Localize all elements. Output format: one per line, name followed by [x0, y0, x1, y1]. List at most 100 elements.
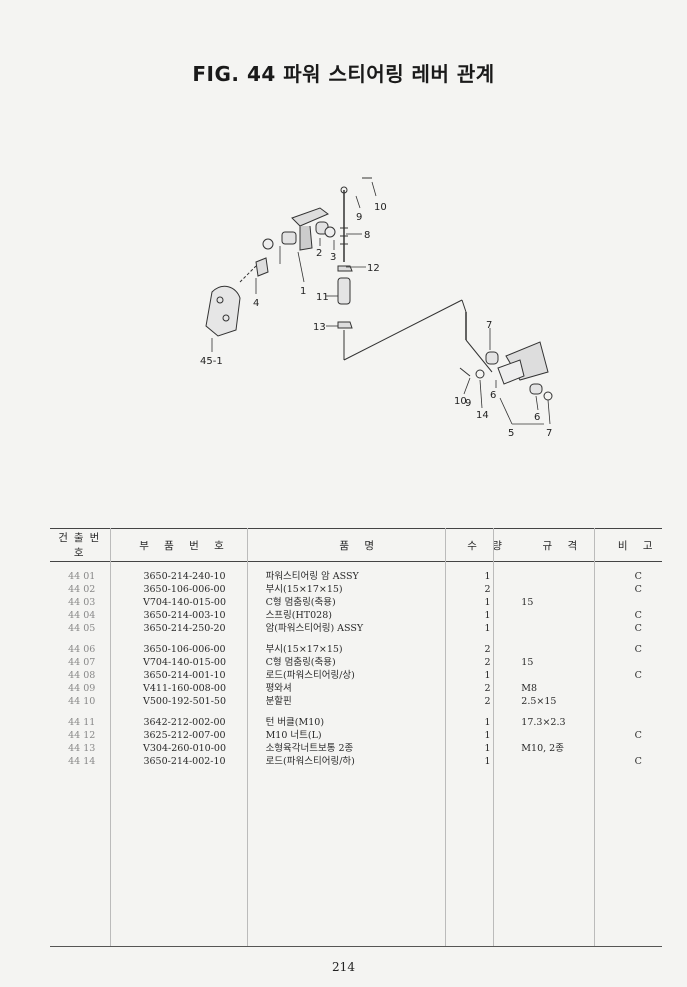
callout-14: 14 [476, 410, 489, 421]
column-divider [493, 528, 494, 946]
part-name-cell: 턴 버클(M10) [265, 717, 325, 728]
callout-13: 13 [313, 322, 326, 333]
part-name-cell: 로드(파워스티어링/상) [265, 670, 355, 681]
callout-6-right: 6 [534, 412, 540, 423]
callout-7-lower: 7 [546, 428, 552, 439]
ref-no-cell: 44 08 [68, 670, 96, 681]
qty-cell: 1 [484, 756, 491, 767]
part-name-cell: M10 너트(L) [265, 730, 322, 741]
ref-no-cell: 44 14 [68, 756, 96, 767]
remark-cell [614, 695, 662, 708]
ref-no-cell: 44 01 [68, 571, 96, 582]
part-name-cell: 파워스티어링 암 ASSY [265, 571, 359, 582]
qty-cell: 1 [484, 717, 491, 728]
spec-cell [511, 643, 614, 656]
qty-cell: 2 [484, 696, 491, 707]
remark-cell: C [634, 584, 642, 595]
qty-cell: 1 [484, 743, 491, 754]
ref-no-cell: 44 05 [68, 623, 96, 634]
remark-cell [614, 656, 662, 669]
remark-cell [614, 682, 662, 695]
qty-cell: 1 [484, 670, 491, 681]
callout-2-right: 2 [316, 248, 322, 259]
part-name-cell: 로드(파워스티어링/하) [265, 756, 355, 767]
part-no-cell: V704-140-015-00 [143, 597, 227, 608]
part-name-cell: 암(파워스티어링) ASSY [265, 623, 364, 634]
leader-lines [211, 181, 551, 425]
remark-cell [614, 716, 662, 729]
header-ref-no: 건출번호 [50, 528, 114, 562]
spec-cell [511, 755, 614, 768]
ref-no-cell: 44 06 [68, 644, 96, 655]
ref-no-cell: 44 10 [68, 696, 96, 707]
column-divider [110, 528, 111, 946]
remark-cell: C [634, 571, 642, 582]
table-row: 44 14 3650-214-002-10 로드(파워스티어링/하) 1 C [50, 755, 662, 768]
part-name-cell: C형 멈춤링(축용) [265, 597, 336, 608]
spec-cell [511, 609, 614, 622]
qty-cell: 1 [484, 571, 491, 582]
part-no-cell: 3650-214-001-10 [143, 670, 226, 681]
part-no-cell: 3650-214-002-10 [143, 756, 226, 767]
callout-10-top: 10 [374, 202, 387, 213]
remark-cell: C [634, 730, 642, 741]
part-name-cell: 분할핀 [265, 696, 292, 707]
ref-no-cell: 44 13 [68, 743, 96, 754]
spec-cell [511, 583, 614, 596]
part-name-cell: 스프링(HT028) [265, 610, 332, 621]
part-name-cell: 부시(15×17×15) [265, 584, 343, 595]
part-no-cell: 3625-212-007-00 [143, 730, 226, 741]
spec-cell [511, 622, 614, 635]
spec-cell: 15 [521, 597, 534, 608]
qty-cell: 2 [484, 683, 491, 694]
header-qty: 수 량 [463, 528, 512, 562]
part-name-cell: 부시(15×17×15) [265, 644, 343, 655]
qty-cell: 1 [484, 623, 491, 634]
header-part-name: 품 명 [255, 528, 464, 562]
ref-no-cell: 44 07 [68, 657, 96, 668]
spec-cell: 15 [521, 657, 534, 668]
part-no-cell: 3650-106-006-00 [143, 584, 226, 595]
qty-cell: 2 [484, 657, 491, 668]
remark-cell: C [634, 610, 642, 621]
spec-cell: 2.5×15 [521, 696, 557, 707]
callout-9-bottom: 9 [465, 398, 471, 409]
remark-cell: C [634, 644, 642, 655]
callout-8: 8 [364, 230, 370, 241]
spec-cell: M10, 2종 [521, 743, 564, 754]
part-name-cell: 평와셔 [265, 683, 292, 694]
table-row: 44 01 3650-214-240-10 파워스티어링 암 ASSY 1 C [50, 570, 662, 583]
spec-cell [511, 729, 614, 742]
qty-cell: 2 [484, 644, 491, 655]
remark-cell: C [634, 756, 642, 767]
callout-45-1: 45-1 [200, 356, 223, 367]
table-row: 44 07 V704-140-015-00 C형 멈춤링(축용) 2 15 [50, 656, 662, 669]
callout-5: 5 [508, 428, 514, 439]
figure-title: FIG. 44 파워 스티어링 레버 관계 [192, 62, 495, 86]
part-no-cell: V304-260-010-00 [143, 743, 227, 754]
part-no-cell: 3650-214-240-10 [143, 571, 226, 582]
remark-cell: C [634, 623, 642, 634]
callout-7-upper: 7 [486, 320, 492, 331]
callout-1: 1 [300, 286, 306, 297]
lower-arm-assembly [459, 339, 553, 401]
ref-no-cell: 44 12 [68, 730, 96, 741]
ref-no-cell: 44 02 [68, 584, 96, 595]
part-no-cell: V704-140-015-00 [143, 657, 227, 668]
part-name-cell: C형 멈춤링(축용) [265, 657, 336, 668]
table-row: 44 13 V304-260-010-00 소형육각너트보통 2종 1 M10, 2종 [50, 742, 662, 755]
part-name-cell: 소형육각너트보통 2종 [265, 743, 354, 754]
callout-11: 11 [316, 292, 329, 303]
remark-cell [614, 742, 662, 755]
qty-cell: 2 [484, 584, 491, 595]
qty-cell: 1 [484, 610, 491, 621]
